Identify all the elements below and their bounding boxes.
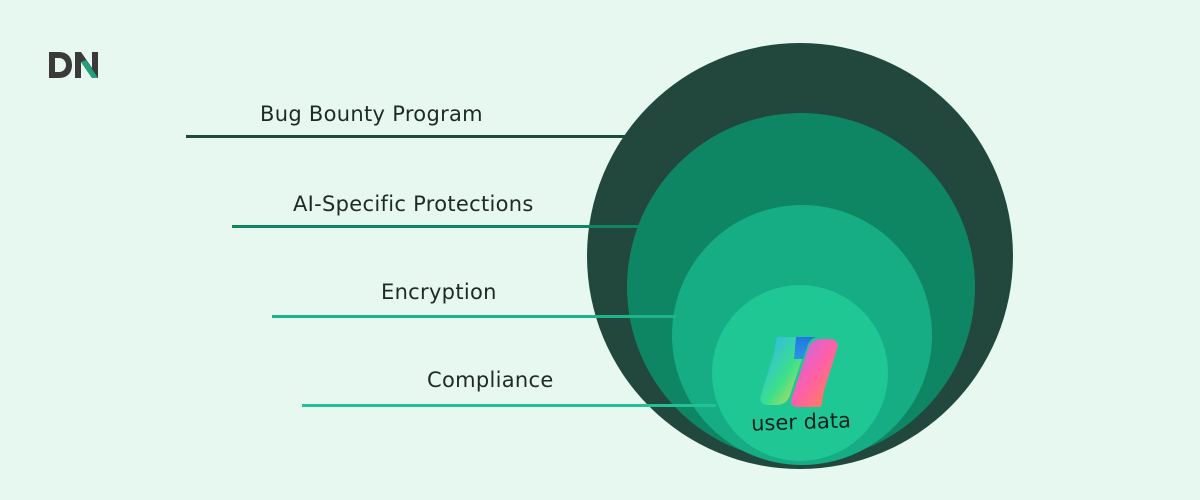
leader-line-bug-bounty — [186, 135, 626, 138]
dn-logo-icon — [49, 52, 98, 78]
layer-label-compliance: Compliance — [427, 368, 554, 392]
layer-label-encryption: Encryption — [381, 280, 497, 304]
brand-logo: DN — [48, 50, 100, 80]
logo-letter-d — [49, 52, 72, 78]
leader-line-encryption — [272, 315, 676, 318]
layer-label-ai-protections: AI-Specific Protections — [293, 192, 534, 216]
core-label-user-data: user data — [750, 408, 852, 436]
leader-line-ai-protections — [232, 225, 672, 228]
layer-label-bug-bounty: Bug Bounty Program — [260, 102, 483, 126]
leader-line-compliance — [302, 404, 716, 407]
logo-accent — [81, 60, 98, 78]
copilot-icon — [756, 333, 842, 411]
